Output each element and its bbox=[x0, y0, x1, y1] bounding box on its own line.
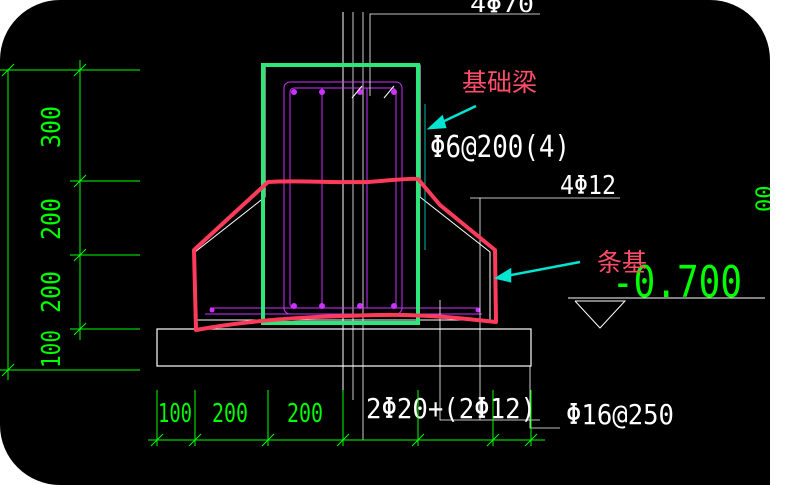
beam-annotation-label: 基础梁 bbox=[462, 68, 537, 97]
dim-vertical-200-b: 200 bbox=[37, 271, 67, 313]
horizontal-dimensions: 100 200 200 bbox=[158, 399, 323, 429]
strip-footing-highlight bbox=[192, 176, 498, 332]
annotation-arrows bbox=[426, 104, 581, 283]
stirrup-label: Φ6@200(4) bbox=[430, 130, 570, 165]
elevation-value: -0.700 bbox=[612, 257, 742, 308]
strip-footing-section: -0.700 4Φ70 Φ6@200(4) 4Φ12 2Φ20+(2Φ12) Φ… bbox=[0, 0, 770, 447]
elevation-marker bbox=[568, 297, 765, 329]
cad-drawing-canvas: -0.700 4Φ70 Φ6@200(4) 4Φ12 2Φ20+(2Φ12) Φ… bbox=[0, 0, 770, 485]
bottom-bars-label: 2Φ20+(2Φ12) bbox=[366, 392, 536, 425]
transverse-bars-label: Φ16@250 bbox=[566, 398, 674, 431]
right-edge-dimension: 00 bbox=[753, 186, 770, 213]
dim-vertical-200-a: 200 bbox=[37, 198, 67, 240]
vertical-dimensions: 100 300 200 200 100 bbox=[37, 106, 67, 368]
vertical-dimension-lines bbox=[0, 60, 140, 380]
dim-horizontal-100: 100 bbox=[158, 399, 192, 429]
bar-hatching bbox=[351, 85, 395, 99]
dim-horizontal-200-b: 200 bbox=[287, 399, 323, 429]
foundation-beam-highlight bbox=[261, 63, 420, 325]
footing-annotation-label: 条基 bbox=[597, 248, 647, 277]
dim-vertical-outer: 100 bbox=[37, 330, 67, 368]
horizontal-dimension-lines bbox=[148, 390, 545, 447]
rebar-dots bbox=[209, 89, 481, 313]
dim-vertical-300: 300 bbox=[37, 106, 67, 148]
top-bars-label: 4Φ70 bbox=[470, 0, 534, 18]
dim-horizontal-200-a: 200 bbox=[212, 399, 248, 429]
blinding-layer bbox=[156, 328, 532, 367]
leader-lines bbox=[369, 13, 620, 429]
middle-bars-label: 4Φ12 bbox=[560, 171, 616, 201]
